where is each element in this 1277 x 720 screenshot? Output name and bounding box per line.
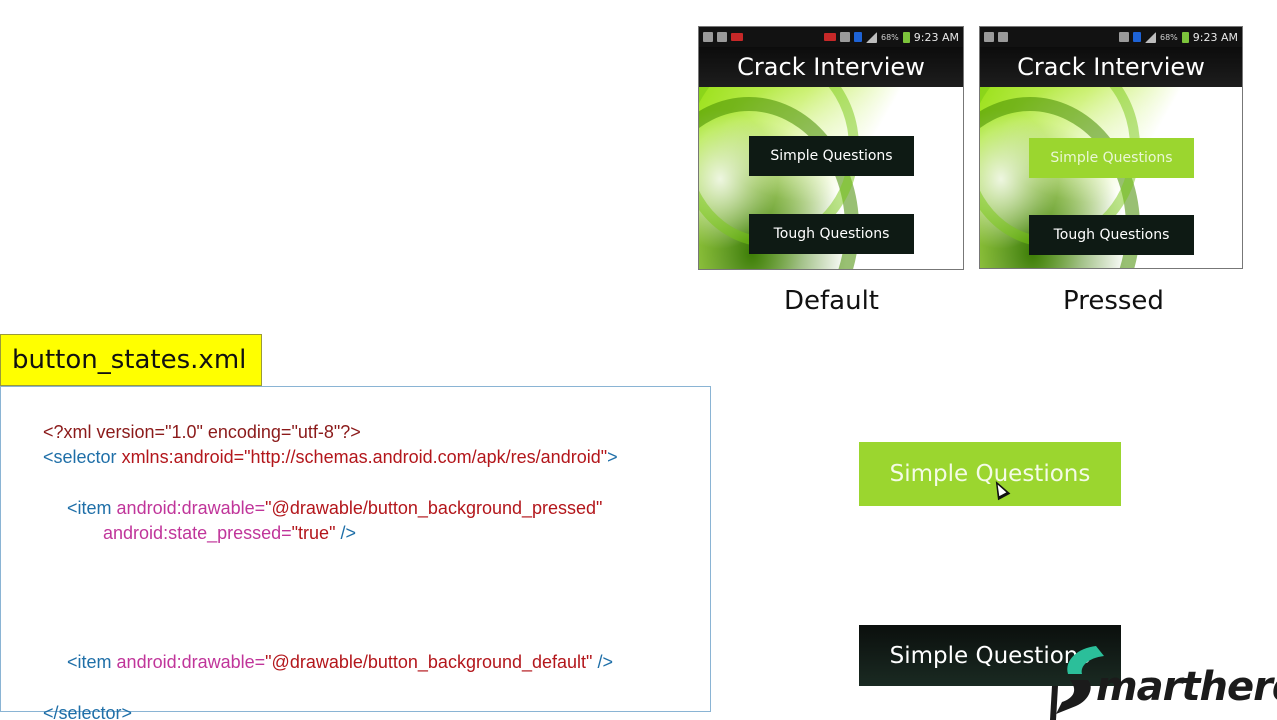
usb-icon: [998, 32, 1008, 42]
notification-icon: [824, 33, 836, 41]
status-left-icons: [984, 32, 1008, 42]
app-title: Crack Interview: [699, 47, 963, 87]
status-time: 9:23 AM: [1192, 30, 1238, 44]
file-name-label: button_states.xml: [0, 334, 262, 386]
phone-mockup-pressed: 68% 9:23 AM Crack Interview Simple Quest…: [979, 26, 1243, 269]
simple-questions-button[interactable]: Simple Questions: [749, 136, 914, 176]
phone-mockup-default: 68% 9:23 AM Crack Interview Simple Quest…: [698, 26, 964, 270]
code-token: "true": [291, 523, 336, 543]
code-token: >: [607, 447, 618, 467]
battery-percent: 68%: [1160, 32, 1178, 42]
signal-icon: [866, 31, 877, 43]
battery-icon: [1181, 31, 1189, 43]
status-right-icons: 68% 9:23 AM: [824, 31, 959, 44]
app-title: Crack Interview: [980, 47, 1242, 87]
battery-icon: [902, 31, 910, 43]
code-token: <?xml version="1.0" encoding="utf-8"?>: [43, 422, 361, 442]
sim-icon: [854, 32, 862, 42]
status-time: 9:23 AM: [913, 30, 959, 44]
code-token: "@drawable/button_background_pressed": [265, 498, 603, 518]
app-background: Simple Questions Tough Questions: [699, 87, 963, 269]
notification-icon: [731, 33, 743, 41]
code-token: <selector: [43, 447, 117, 467]
logo-text: martherd: [1096, 664, 1277, 710]
code-token: xmlns:android=: [116, 447, 245, 467]
code-token: />: [335, 523, 356, 543]
sim-icon: [1133, 32, 1141, 42]
code-token: <item: [67, 652, 112, 672]
smartherd-logo: martherd: [1048, 640, 1277, 720]
code-line-item-default: <item android:drawable="@drawable/button…: [37, 625, 613, 700]
signal-icon: [1145, 31, 1156, 43]
code-block: <?xml version="1.0" encoding="utf-8"?> <…: [0, 386, 711, 720]
simple-questions-button-pressed[interactable]: Simple Questions: [1029, 138, 1194, 178]
code-token: />: [592, 652, 613, 672]
app-background: Simple Questions Tough Questions: [980, 87, 1242, 268]
code-line-selector-close: </selector>: [13, 676, 132, 720]
mute-icon: [840, 32, 850, 42]
usb-icon: [717, 32, 727, 42]
code-token: android:state_pressed=: [103, 523, 292, 543]
code-token: "@drawable/button_background_default": [265, 652, 593, 672]
code-token: "http://schemas.android.com/apk/res/andr…: [244, 447, 608, 467]
tough-questions-button[interactable]: Tough Questions: [1029, 215, 1194, 255]
code-token: android:drawable=: [111, 652, 266, 672]
status-bar: 68% 9:23 AM: [980, 27, 1242, 47]
logo-s-mark-icon: [1050, 646, 1104, 720]
code-token: android:drawable=: [111, 498, 266, 518]
status-bar: 68% 9:23 AM: [699, 27, 963, 47]
code-line-selector-open: <selector xmlns:android="http://schemas.…: [13, 420, 618, 495]
simple-questions-button-pressed-large[interactable]: Simple Questions: [859, 442, 1121, 506]
code-line-xml-declaration: <?xml version="1.0" encoding="utf-8"?>: [13, 395, 361, 470]
code-token: <item: [67, 498, 112, 518]
code-token: </selector>: [43, 703, 133, 720]
code-line-item-pressed: <item android:drawable="@drawable/button…: [37, 471, 602, 546]
tough-questions-button[interactable]: Tough Questions: [749, 214, 914, 254]
status-right-icons: 68% 9:23 AM: [1119, 31, 1238, 44]
battery-percent: 68%: [881, 32, 899, 42]
caption-pressed: Pressed: [1063, 286, 1164, 316]
back-icon: [984, 32, 994, 42]
back-icon: [703, 32, 713, 42]
code-line-state-pressed: android:state_pressed="true" />: [73, 496, 356, 571]
mute-icon: [1119, 32, 1129, 42]
status-left-icons: [703, 32, 743, 42]
caption-default: Default: [784, 286, 879, 316]
